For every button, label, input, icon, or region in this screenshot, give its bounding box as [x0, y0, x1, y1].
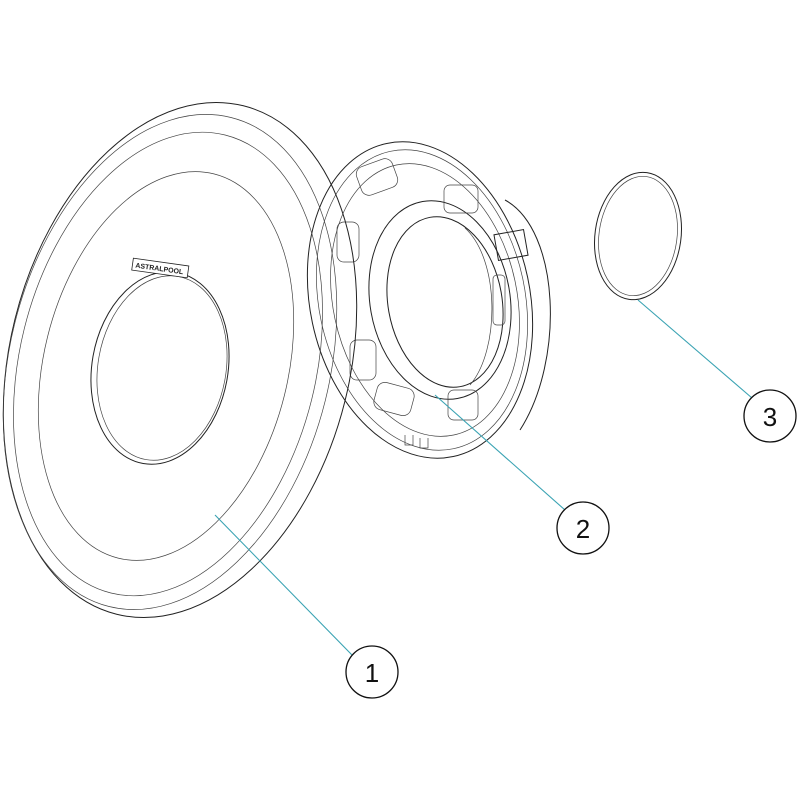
- astralpool-logo: ASTRALPOOL: [131, 257, 190, 279]
- part-3-o-ring: [593, 171, 683, 301]
- svg-text:2: 2: [576, 514, 590, 544]
- callout-3[interactable]: 3: [743, 389, 797, 443]
- leader-line-2: [434, 394, 566, 511]
- part-1-front-cover: ASTRALPOOL: [2, 101, 358, 619]
- callout-1[interactable]: 1: [345, 645, 399, 699]
- leader-line-1: [214, 514, 353, 656]
- leader-line-3: [637, 299, 753, 399]
- svg-text:1: 1: [365, 658, 379, 688]
- svg-text:3: 3: [763, 402, 777, 432]
- callout-2[interactable]: 2: [556, 501, 610, 555]
- part-2-body-flange: [306, 141, 551, 459]
